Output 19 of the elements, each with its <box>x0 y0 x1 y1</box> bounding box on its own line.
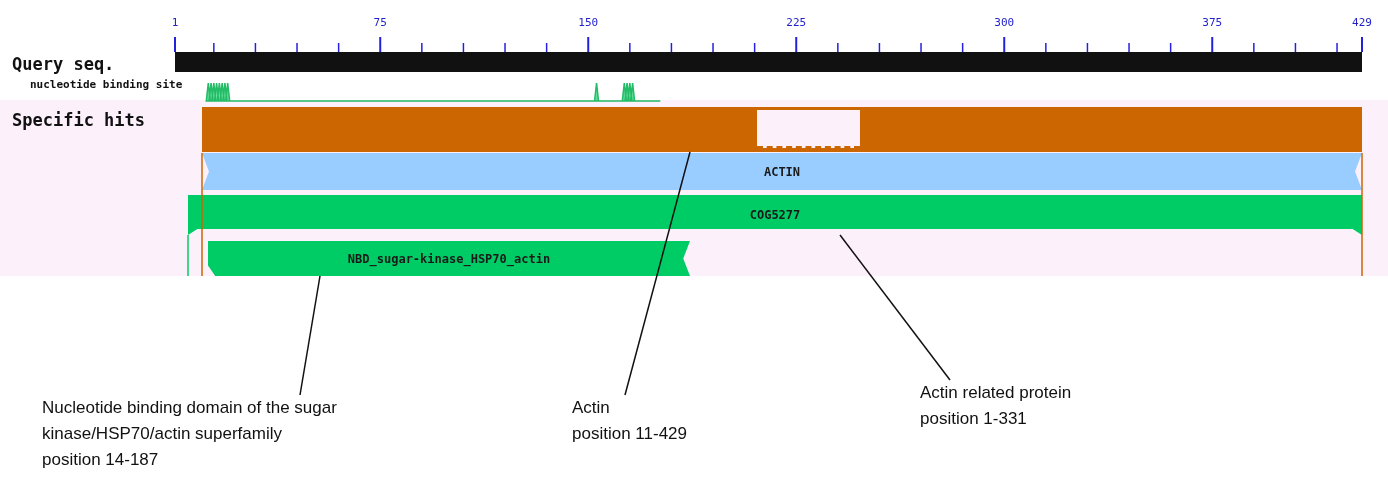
tick-label: 150 <box>578 16 599 29</box>
leader-line <box>299 275 321 396</box>
leader-line <box>624 151 691 396</box>
row-label: Query seq. <box>12 54 115 74</box>
callout-text: Actin position 11-429 <box>572 395 732 447</box>
leader-line <box>839 234 951 381</box>
tick-label: 1 <box>171 16 179 29</box>
hit-bar: ACTIN <box>202 153 1362 190</box>
hit-bar: NBD_sugar-kinase_HSP70_actin <box>208 241 690 276</box>
callout-text: Nucleotide binding domain of the sugar kinase/HSP70/actin superfamily position 14-187 <box>42 395 422 473</box>
tick-label: 75 <box>373 16 387 29</box>
hit-bar <box>202 107 1362 152</box>
track-label: nucleotide binding site <box>30 78 183 91</box>
tick-label: 225 <box>786 16 807 29</box>
tick-label: 300 <box>994 16 1015 29</box>
callout-text: Actin related protein position 1-331 <box>920 380 1120 432</box>
tick-label: 375 <box>1202 16 1223 29</box>
tick-label: 429 <box>1352 16 1372 29</box>
row-label: Specific hits <box>12 110 146 130</box>
